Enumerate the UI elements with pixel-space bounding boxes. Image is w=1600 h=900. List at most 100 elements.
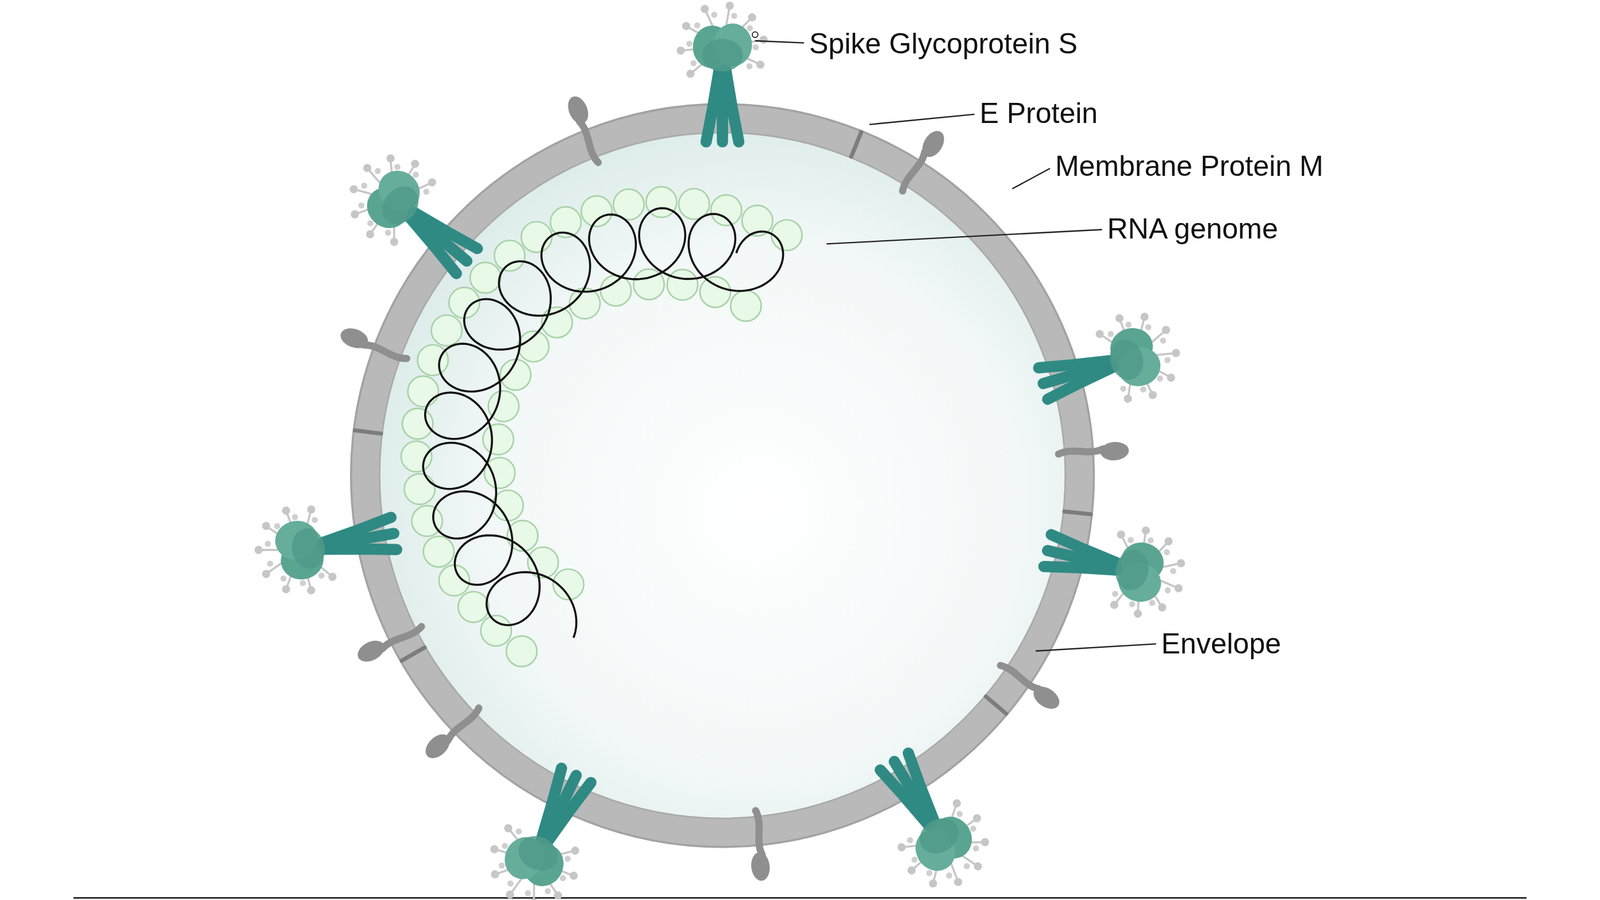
glycan	[951, 797, 963, 809]
spike-head	[702, 38, 744, 72]
glycan	[1127, 536, 1135, 544]
glycan	[1166, 372, 1177, 383]
spike-protein	[1037, 505, 1195, 626]
glycan	[506, 879, 515, 888]
m-protein-stem	[1058, 448, 1104, 455]
part-label: Spike Glycoprotein S	[809, 28, 1078, 60]
spike-stalk	[1043, 554, 1118, 584]
glycan	[569, 845, 581, 857]
glycan-branch	[1156, 350, 1173, 358]
glycan	[361, 162, 373, 174]
spike-protein	[474, 755, 618, 900]
nucleocapsid-bead	[481, 615, 512, 646]
m-protein-head	[337, 324, 372, 352]
leader-line	[755, 40, 805, 44]
m-protein-head	[750, 851, 772, 882]
glycan	[905, 864, 917, 876]
glycan	[1147, 536, 1155, 545]
nucleocapsid-bead	[678, 188, 710, 219]
nucleocapsid-bead	[494, 240, 525, 271]
m-protein-head	[917, 127, 949, 161]
spike-protein	[855, 737, 1006, 900]
glycan	[264, 540, 272, 548]
glycan-branch	[1160, 580, 1177, 587]
spike-stalk	[880, 763, 929, 833]
e-protein	[851, 132, 861, 157]
glycan-branch	[512, 877, 522, 894]
glycan	[1139, 385, 1148, 394]
glycan	[359, 181, 369, 191]
glycan	[1148, 599, 1156, 607]
glycan	[364, 228, 376, 241]
spike-stalk	[413, 201, 478, 259]
glycan	[1116, 529, 1126, 540]
e-protein-bar	[985, 696, 1006, 714]
glycan	[426, 176, 438, 188]
nucleocapsid-bead	[470, 262, 501, 294]
nucleocapsid-bead	[431, 314, 463, 346]
nucleocapsid-bead	[710, 194, 742, 226]
glycan	[523, 889, 532, 898]
nucleocapsid-bead	[700, 277, 731, 308]
e-protein-bar	[1064, 511, 1091, 515]
glycan	[273, 522, 281, 530]
nucleocapsid-bead	[411, 505, 442, 537]
spike-protein	[1030, 301, 1191, 428]
spike-head	[512, 829, 564, 878]
glycan	[384, 152, 396, 165]
spike-protein	[329, 136, 496, 296]
glycan	[279, 574, 287, 582]
card-edge	[73, 897, 1527, 899]
e-protein-bar	[354, 430, 382, 434]
part-label: RNA genome	[1106, 212, 1278, 245]
glycan	[356, 201, 366, 210]
m-protein	[895, 127, 949, 197]
glycan	[1163, 586, 1172, 595]
glycan	[756, 60, 765, 69]
glycan-branch	[726, 8, 730, 25]
glycan	[979, 836, 991, 848]
glycan	[1094, 328, 1106, 340]
spike-head	[1105, 335, 1148, 384]
spike-protein	[676, 1, 768, 142]
glycan	[528, 897, 540, 900]
nucleocapsid-bead	[500, 359, 531, 391]
glycan	[514, 827, 523, 836]
glycan	[1106, 330, 1115, 338]
glycan	[1140, 525, 1151, 536]
leader-line	[1035, 643, 1157, 651]
glycan	[971, 812, 983, 824]
glycan	[746, 63, 753, 70]
glycan	[752, 44, 760, 51]
glycan	[1163, 536, 1174, 546]
glycan	[1157, 602, 1168, 613]
leader-line	[1012, 168, 1050, 190]
glycan-branch	[1162, 560, 1179, 571]
e-protein	[354, 430, 382, 434]
glycan	[1159, 336, 1167, 345]
glycan	[971, 844, 981, 853]
spike-head	[1111, 546, 1153, 594]
glycan	[388, 236, 400, 248]
spike-stalk	[1044, 366, 1118, 400]
glycan	[962, 862, 972, 871]
glycan	[1124, 320, 1133, 329]
part-label: E Protein	[979, 97, 1098, 130]
glycan	[759, 35, 768, 44]
glycan	[552, 889, 564, 900]
glycan	[700, 5, 709, 14]
m-protein-stem	[363, 343, 407, 361]
glycan	[1173, 583, 1184, 594]
glycan	[563, 854, 572, 863]
nucleocapsid-bead	[402, 408, 433, 440]
glycan	[1160, 324, 1172, 336]
glycan	[1163, 356, 1172, 364]
nucleocapsid-bead	[482, 424, 514, 455]
glycan	[1122, 393, 1134, 405]
spike-stalk	[319, 517, 394, 543]
glycan	[543, 887, 552, 896]
m-protein	[421, 700, 485, 763]
glycan	[1114, 313, 1125, 324]
leader-dot	[752, 31, 759, 38]
glycan	[1111, 590, 1119, 598]
